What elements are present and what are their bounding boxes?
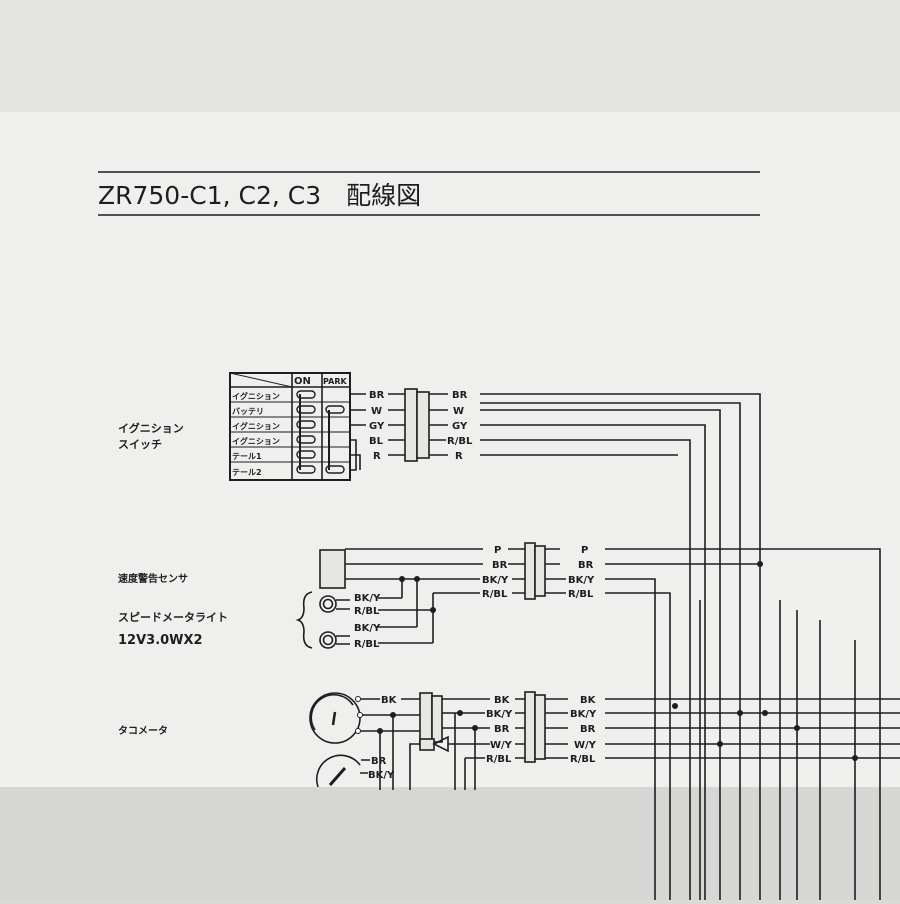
wire-label: BK bbox=[494, 695, 511, 706]
wire-label: R/BL bbox=[570, 754, 596, 765]
ignition-wires bbox=[350, 388, 761, 900]
wire-label: W bbox=[453, 406, 464, 417]
wire-label: W/Y bbox=[490, 740, 513, 751]
switch-row: バッテリ bbox=[232, 407, 264, 416]
wire-label: BR bbox=[452, 390, 468, 401]
wire-label: BR bbox=[580, 724, 596, 735]
switch-row: テール2 bbox=[232, 468, 262, 477]
wire-label: BL bbox=[369, 436, 384, 447]
switch-row: イグニション bbox=[232, 421, 280, 431]
wire-label: R/BL bbox=[482, 589, 508, 600]
wire-label: BK/Y bbox=[354, 623, 381, 634]
switch-row: イグニション bbox=[232, 391, 280, 401]
wire-label: BK bbox=[381, 695, 398, 706]
speedometer-light-label: スピードメータライト bbox=[118, 611, 228, 624]
wire-label: BR bbox=[578, 560, 594, 571]
ignition-switch-table bbox=[229, 372, 351, 481]
wire-label: R/BL bbox=[354, 606, 380, 617]
wire-label: GY bbox=[369, 421, 385, 432]
wire-label: BK/Y bbox=[486, 709, 513, 720]
paper-sheet bbox=[0, 112, 900, 787]
wire-label: P bbox=[581, 545, 588, 556]
wire-label: R bbox=[373, 451, 381, 462]
switch-row: テール1 bbox=[232, 452, 262, 461]
speed-sensor-box bbox=[319, 549, 346, 589]
header-park: PARK bbox=[323, 377, 347, 386]
wire-label: W/Y bbox=[574, 740, 597, 751]
background-top bbox=[0, 0, 900, 112]
tachometer-wires bbox=[361, 600, 900, 900]
wire-label: BK bbox=[580, 695, 597, 706]
switch-row: イグニション bbox=[232, 436, 280, 446]
wire-label: BR bbox=[369, 390, 385, 401]
wire-label: R/BL bbox=[568, 589, 594, 600]
wire-label: R/BL bbox=[486, 754, 512, 765]
wire-label: BK/Y bbox=[570, 709, 597, 720]
wire-label: BK/Y bbox=[368, 770, 395, 781]
tachometer-label: タコメータ bbox=[118, 725, 168, 737]
speed-sensor-label: 速度警告センサ bbox=[118, 572, 188, 585]
background-bottom bbox=[0, 787, 900, 900]
wire-label: BR bbox=[494, 724, 510, 735]
page-title: ZR750-C1, C2, C3 配線図 bbox=[98, 181, 421, 210]
wire-label: P bbox=[494, 545, 501, 556]
fuel-gauge-icon bbox=[315, 754, 370, 788]
wire-label: GY bbox=[452, 421, 468, 432]
wire-label: BR bbox=[371, 756, 387, 767]
wire-label: BK/Y bbox=[482, 575, 509, 586]
wire-label: BK/Y bbox=[354, 593, 381, 604]
header-on: ON bbox=[294, 376, 311, 387]
bulb-icon bbox=[319, 595, 433, 649]
ignition-switch-label-2: スイッチ bbox=[118, 438, 162, 451]
wire-label: BK/Y bbox=[568, 575, 595, 586]
wire-label: R/BL bbox=[354, 639, 380, 650]
wire-label: R/BL bbox=[447, 436, 473, 447]
brace bbox=[295, 591, 313, 649]
wire-label: R bbox=[455, 451, 463, 462]
speedometer-light-spec: 12V3.0WX2 bbox=[118, 633, 203, 648]
wire-label: W bbox=[371, 406, 382, 417]
ignition-switch-label-1: イグニション bbox=[118, 421, 184, 435]
wire-label: BR bbox=[492, 560, 508, 571]
tachometer-gauge-icon bbox=[309, 692, 363, 744]
